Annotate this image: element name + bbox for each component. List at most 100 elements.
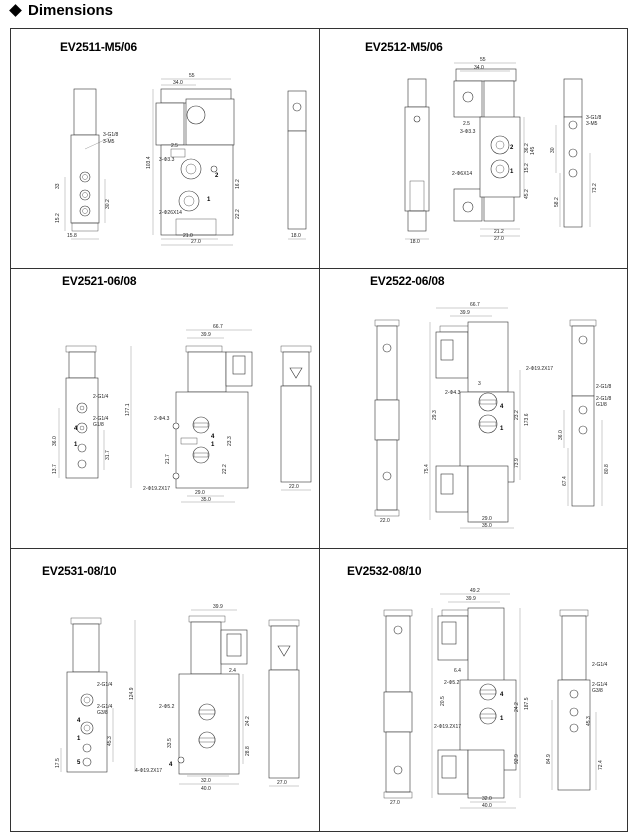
dim-d3: 22.2 bbox=[222, 464, 228, 474]
thread-exhaust-label: 3-M5 bbox=[103, 139, 115, 145]
technical-drawing: 4 1 5 2-G1/4 2-G1/4 G3/8 45.3 17.5 4 39.… bbox=[55, 604, 300, 792]
side-width: 18.0 bbox=[410, 239, 420, 245]
side-height-3: 72.4 bbox=[598, 760, 604, 770]
side-height-1: 33 bbox=[55, 183, 61, 189]
technical-drawing: 27.0 4 1 49.2 39.9 6.4 2-Φ5.2 2-Φ19.2X17… bbox=[383, 588, 608, 809]
width-bottom-2: 27.0 bbox=[191, 239, 201, 245]
side-height-2: 31.7 bbox=[105, 450, 111, 460]
main-height: 173.6 bbox=[524, 413, 530, 426]
port-label: 4 bbox=[500, 692, 504, 698]
side-height-1: 45.3 bbox=[586, 716, 592, 726]
column-divider bbox=[319, 28, 320, 832]
mount-holes-label: 2-Φ5.2 bbox=[444, 680, 460, 686]
side-height-2: 84.9 bbox=[546, 754, 552, 764]
side-height-2: 17.5 bbox=[55, 758, 61, 768]
left-view bbox=[383, 609, 413, 799]
side-width: 22.0 bbox=[289, 484, 299, 490]
width-bottom-2: 27.0 bbox=[494, 236, 504, 242]
width-bottom-2: 35.0 bbox=[201, 497, 211, 503]
dim-d1: 2.5 bbox=[463, 121, 470, 127]
width-bottom-2: 35.0 bbox=[482, 523, 492, 529]
side-height-2: 15.2 bbox=[55, 213, 61, 223]
panel-title: EV2511-M5/06 bbox=[60, 40, 137, 54]
mount-holes-label: 2-Φ4.3 bbox=[154, 416, 170, 422]
port-label: 1 bbox=[500, 426, 504, 432]
technical-drawing: 4 1 2-G1/4 2-G1/4 G1/8 36.0 31.7 13.7 4 … bbox=[52, 324, 312, 503]
panel-title: EV2522-06/08 bbox=[370, 274, 445, 288]
drawing-panel-ev2521: EV2521-06/08 4 1 2-G1/4 2-G1/4 G1/8 36.0… bbox=[11, 270, 320, 530]
port-label: 4 bbox=[211, 434, 215, 440]
left-height-2: 29.3 bbox=[432, 410, 438, 420]
row-divider bbox=[10, 548, 628, 549]
main-height: 103.4 bbox=[146, 156, 152, 169]
thread-port-label: 2-G1/4 bbox=[93, 394, 109, 400]
width-total: 49.2 bbox=[470, 588, 480, 594]
left-view bbox=[374, 319, 400, 517]
small-height: 3 bbox=[478, 381, 481, 387]
small-height: 15.2 bbox=[524, 163, 530, 173]
width-coil: 34.0 bbox=[173, 80, 183, 86]
front-view bbox=[152, 78, 235, 246]
front-view bbox=[130, 329, 253, 503]
dim-d3: 28.8 bbox=[245, 746, 251, 756]
thread-port-label-2: 2-G1/4 bbox=[97, 704, 113, 710]
width-bottom-1: 21.2 bbox=[494, 229, 504, 235]
width-coil: 39.9 bbox=[213, 604, 223, 610]
width-total: 66.7 bbox=[213, 324, 223, 330]
drawing-panel-ev2531: EV2531-08/10 4 1 5 2-G1/4 2-G1/4 G3/8 45… bbox=[11, 550, 320, 810]
side-height-3: 73.2 bbox=[592, 183, 598, 193]
side-height-3: 30.2 bbox=[105, 199, 111, 209]
thread-port-label: 3-G1/8 bbox=[103, 132, 119, 138]
width-bottom-1: 32.0 bbox=[482, 796, 492, 802]
drawing-panel-ev2532: EV2532-08/10 27.0 bbox=[320, 550, 629, 810]
mount-slots-label: 2-Φ19.2X17 bbox=[143, 486, 170, 492]
front-view bbox=[429, 307, 521, 529]
thread-port-label: 3-G1/8 bbox=[586, 115, 602, 121]
left-height: 75.4 bbox=[424, 464, 430, 474]
thread-port-label: 2-G1/4 bbox=[592, 662, 608, 668]
dim-d1: 6.4 bbox=[454, 668, 461, 674]
main-height: 124.9 bbox=[129, 687, 135, 700]
small-height: 15.8 bbox=[67, 233, 77, 239]
dim-d2: 16.2 bbox=[235, 179, 241, 189]
side-width: 27.0 bbox=[390, 800, 400, 806]
front-view bbox=[453, 62, 525, 237]
dim-d3: 73.9 bbox=[514, 458, 520, 468]
width-total: 55 bbox=[189, 73, 195, 79]
small-height: 20.5 bbox=[440, 696, 446, 706]
mount-slots-label: 2-Φ19.2X17 bbox=[434, 724, 461, 730]
width-coil: 39.9 bbox=[460, 310, 470, 316]
drawing-panel-ev2522: EV2522-06/08 22.0 bbox=[320, 270, 629, 530]
main-height: 177.1 bbox=[125, 403, 131, 416]
width-bottom-1: 29.0 bbox=[195, 490, 205, 496]
width-bottom-1: 29.0 bbox=[482, 516, 492, 522]
dim-d3: 45.2 bbox=[524, 189, 530, 199]
width-bottom-2: 40.0 bbox=[482, 803, 492, 809]
port-label: 4 bbox=[169, 762, 173, 768]
mount-holes-label: 3-Φ3.3 bbox=[159, 157, 175, 163]
panel-title: EV2512-M5/06 bbox=[365, 40, 443, 54]
side-height-1: 36.0 bbox=[52, 436, 58, 446]
port-label: 4 bbox=[77, 718, 81, 724]
width-coil: 39.9 bbox=[466, 596, 476, 602]
page-title: Dimensions bbox=[28, 1, 114, 19]
front-view bbox=[134, 609, 248, 785]
width-total: 66.7 bbox=[470, 302, 480, 308]
dim-d2: 23.2 bbox=[514, 410, 520, 420]
port-label: 1 bbox=[500, 716, 504, 722]
dim-d1: 2.5 bbox=[171, 143, 178, 149]
width-coil: 34.0 bbox=[474, 65, 484, 71]
port-label: 4 bbox=[74, 426, 78, 432]
port-label: 1 bbox=[77, 736, 81, 742]
side-height-2: 58.2 bbox=[554, 197, 560, 207]
port-label: 5 bbox=[77, 760, 81, 766]
row-divider bbox=[10, 268, 628, 269]
panel-title: EV2521-06/08 bbox=[62, 274, 137, 288]
right-view bbox=[555, 78, 591, 228]
side-width: 22.0 bbox=[380, 518, 390, 524]
dim-d2: 23.3 bbox=[227, 436, 233, 446]
side-height-3: 13.7 bbox=[52, 464, 58, 474]
width-coil: 39.9 bbox=[201, 332, 211, 338]
port-label: 2 bbox=[215, 173, 219, 179]
small-height: 33.5 bbox=[167, 738, 173, 748]
